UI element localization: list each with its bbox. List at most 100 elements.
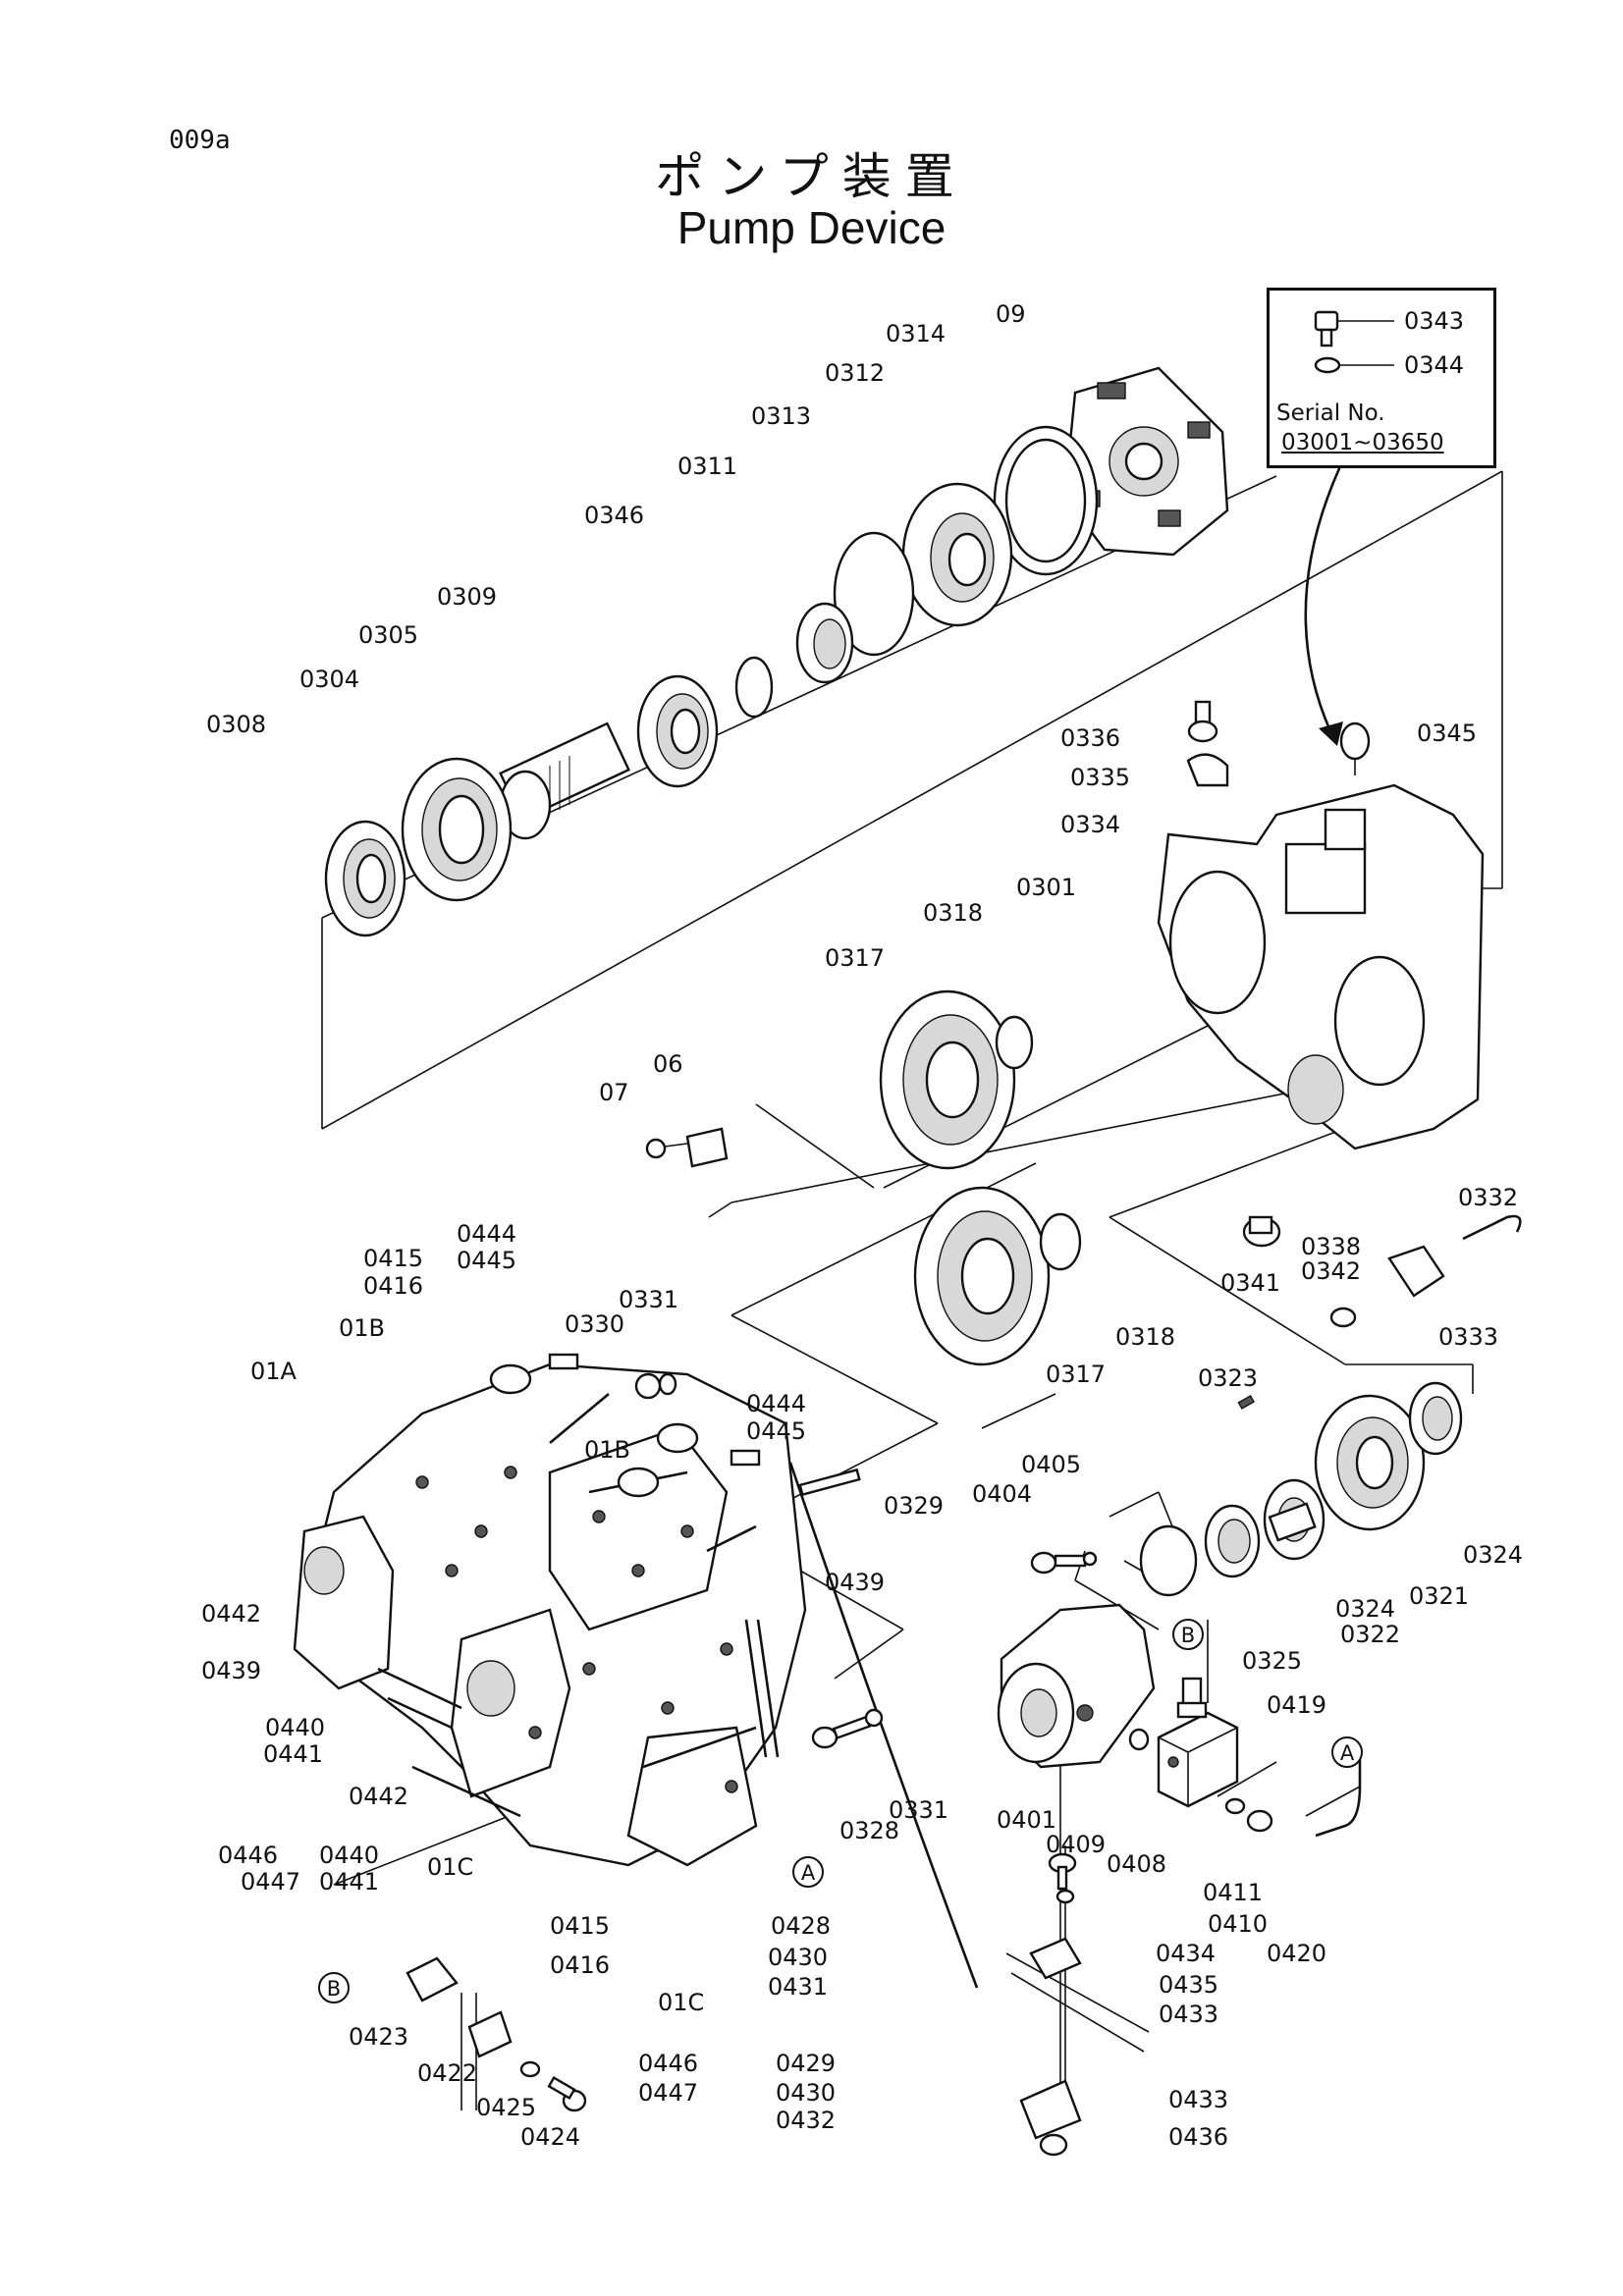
part-label: 06 — [653, 1050, 683, 1078]
part-label: 0425 — [476, 2094, 536, 2121]
part-label: 0338 — [1301, 1233, 1361, 1260]
part-label: 0324 — [1463, 1541, 1523, 1569]
part-label: 01B — [339, 1314, 385, 1342]
part-label: 0317 — [825, 944, 885, 972]
bolt-0328 — [811, 1708, 884, 1749]
part-label: 0430 — [768, 1944, 828, 1971]
nut-0330-0331 — [634, 1372, 677, 1400]
part-label: 0416 — [363, 1272, 423, 1300]
part-label: 0332 — [1458, 1184, 1518, 1211]
part-label: 0317 — [1046, 1361, 1106, 1388]
part-label: 0444 — [746, 1390, 806, 1417]
serial-note-arrow — [1304, 465, 1342, 732]
bearing-cover-0312 — [901, 482, 1013, 627]
part-label: 0341 — [1220, 1269, 1280, 1297]
part-label: 01B — [584, 1436, 630, 1464]
part-label: 0346 — [584, 502, 644, 529]
pump-casing-0301 — [1157, 783, 1485, 1150]
part-label: 0442 — [349, 1783, 408, 1810]
part-label: 0441 — [319, 1868, 379, 1896]
part-label: 0314 — [886, 320, 946, 347]
part-label: 0318 — [1115, 1323, 1175, 1351]
snap-ring-0346 — [734, 656, 774, 719]
arrow-head — [1319, 721, 1343, 746]
shaft-0305 — [499, 721, 630, 840]
fitting-0419 — [1176, 1677, 1208, 1719]
gear-0317-lower — [913, 1186, 1051, 1366]
part-label: 0328 — [839, 1817, 899, 1844]
part-label: 0436 — [1168, 2123, 1228, 2151]
reference-marker-letter: B — [327, 1977, 341, 2001]
reference-marker-letter: B — [1181, 1624, 1195, 1647]
bolt-0410 — [1246, 1809, 1273, 1833]
part-label: 0439 — [201, 1657, 261, 1684]
part-label: 0343 — [1404, 307, 1464, 335]
gear-0304 — [401, 757, 513, 902]
part-label: 0442 — [201, 1600, 261, 1628]
reference-marker-circle — [792, 1856, 824, 1888]
part-label: 0345 — [1417, 720, 1477, 747]
part-label: 0428 — [771, 1912, 831, 1940]
part-label: 01C — [427, 1853, 473, 1881]
part-label: 0420 — [1267, 1940, 1326, 1967]
bearing-0309 — [636, 674, 719, 788]
serial-number-note-box — [1267, 288, 1496, 468]
part-label: 0410 — [1208, 1910, 1268, 1938]
part-label: 0330 — [565, 1310, 624, 1338]
part-label: 0415 — [363, 1245, 423, 1272]
snap-ring-0325 — [1139, 1524, 1198, 1597]
washer-0411 — [1224, 1797, 1246, 1815]
part-label: 0434 — [1156, 1940, 1216, 1967]
part-label: 09 — [996, 300, 1026, 328]
gear-0317-upper — [879, 989, 1016, 1170]
part-label: 0432 — [776, 2107, 836, 2134]
pilot-pump-0401 — [997, 1603, 1156, 1769]
snap-ring-0318-lower — [1039, 1212, 1082, 1271]
title-english: Pump Device — [676, 202, 947, 253]
shaft-gear-0322 — [1263, 1478, 1325, 1561]
part-label: 07 — [599, 1079, 629, 1106]
serial-label: Serial No. — [1276, 400, 1385, 426]
part-label: 0301 — [1016, 874, 1076, 901]
part-label: 0401 — [997, 1806, 1056, 1834]
part-label: 0324 — [1335, 1595, 1395, 1623]
part-label: 0333 — [1438, 1323, 1498, 1351]
part-label: 0445 — [746, 1417, 806, 1445]
part-label: 0334 — [1060, 811, 1120, 838]
stud-0329 — [798, 1468, 861, 1497]
part-label: 0446 — [638, 2050, 698, 2077]
reference-marker-circle — [1331, 1736, 1363, 1768]
coupling-09 — [1068, 366, 1229, 557]
part-label: 0439 — [825, 1569, 885, 1596]
part-label: 0430 — [776, 2079, 836, 2107]
part-label: 0304 — [299, 666, 359, 693]
reference-marker-letter: A — [1340, 1741, 1355, 1765]
clamp-0434-0436 — [1019, 1852, 1082, 2157]
part-label: 0444 — [457, 1220, 516, 1248]
part-label: 0405 — [1021, 1451, 1081, 1478]
part-label: 0445 — [457, 1247, 516, 1274]
hose-line-1 — [788, 1462, 979, 1989]
part-label: 0311 — [677, 453, 737, 480]
part-label: 0336 — [1060, 724, 1120, 752]
bearing-0324-right — [1408, 1381, 1463, 1456]
block-0408 — [1157, 1711, 1239, 1808]
part-label: 0312 — [825, 359, 885, 387]
reference-marker-letter: A — [801, 1861, 816, 1885]
gear-0321 — [1314, 1394, 1426, 1531]
part-label: 0419 — [1267, 1691, 1326, 1719]
reference-marker-circle — [1172, 1619, 1204, 1650]
part-label: 0440 — [319, 1842, 379, 1869]
part-label: 0433 — [1159, 2001, 1218, 2028]
page-code: 009a — [169, 126, 231, 155]
part-label: 0321 — [1409, 1582, 1469, 1610]
part-label: 0308 — [206, 711, 266, 738]
part-label: 0409 — [1046, 1831, 1106, 1858]
part-label: 0424 — [520, 2123, 580, 2151]
part-labels: 0903140312031303110346030903050304030803… — [201, 300, 1523, 2151]
bearing-0308 — [324, 820, 406, 937]
reference-marker-circle — [318, 1972, 350, 2003]
o-ring-0409 — [1128, 1728, 1150, 1751]
